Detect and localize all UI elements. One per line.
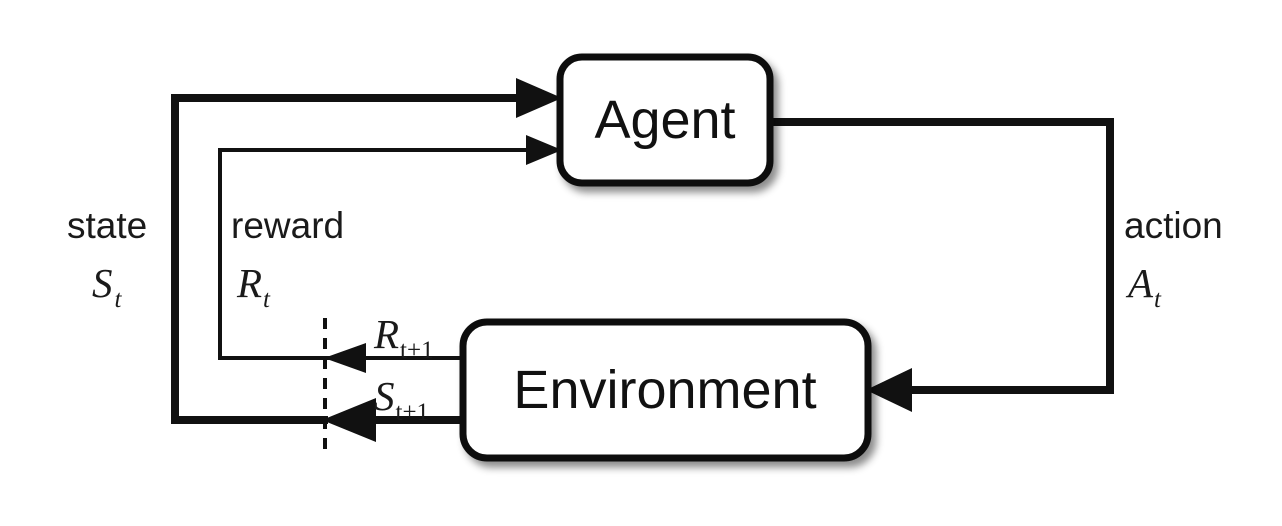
reward-word-label: reward: [231, 205, 344, 246]
action-symbol-label: At: [1125, 260, 1162, 313]
state-label-group: state St: [67, 205, 147, 313]
agent-node[interactable]: Agent: [556, 53, 774, 187]
environment-label: Environment: [513, 360, 816, 420]
state-symbol-label: St: [92, 260, 123, 313]
action-edge: [770, 118, 1114, 412]
reward-symbol-label: Rt: [236, 260, 271, 313]
state-next-label-group: St+1: [374, 373, 429, 426]
reward-next-label-group: Rt+1: [373, 311, 434, 364]
action-word-label: action: [1124, 205, 1223, 246]
reward-label-group: reward Rt: [231, 205, 344, 313]
reward-edge: [218, 135, 562, 373]
state-word-label: state: [67, 205, 147, 246]
reward-next-label: Rt+1: [373, 311, 434, 364]
environment-box[interactable]: [459, 318, 872, 462]
agent-label: Agent: [594, 90, 735, 150]
action-label-group: action At: [1124, 205, 1223, 313]
agent-box[interactable]: [556, 53, 774, 187]
state-next-label: St+1: [374, 373, 429, 426]
state-edge: [171, 78, 562, 442]
environment-node[interactable]: Environment: [459, 318, 872, 462]
